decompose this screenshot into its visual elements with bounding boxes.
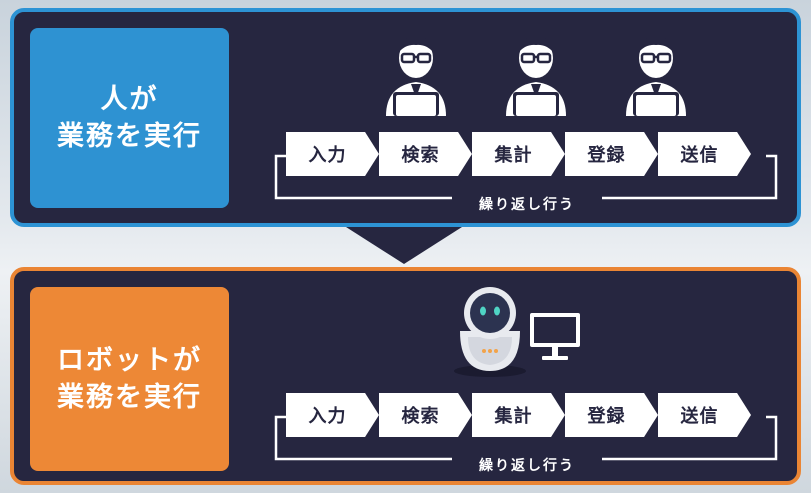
loop-label: 繰り返し行う (452, 194, 602, 214)
step-input: 入力 (286, 132, 379, 176)
process-flow: 入力 検索 集計 登録 送信 (286, 393, 751, 437)
down-connector (346, 227, 462, 264)
workers-group (364, 34, 694, 124)
robot-title-line2: 業務を実行 (57, 382, 202, 413)
step-send: 送信 (658, 132, 751, 176)
human-label-box: 人が 業務を実行 (30, 28, 229, 208)
robot-title-line1: ロボットが (57, 344, 202, 376)
human-panel: 人が 業務を実行 (10, 8, 801, 227)
process-flow: 入力 検索 集計 登録 送信 (286, 132, 751, 176)
step-search: 検索 (379, 393, 472, 437)
person-with-laptop-icon (386, 36, 446, 116)
step-search: 検索 (379, 132, 472, 176)
step-register: 登録 (565, 393, 658, 437)
loop-line: 繰り返し行う (272, 413, 781, 475)
robot-icon (454, 287, 580, 377)
step-send: 送信 (658, 393, 751, 437)
step-aggregate: 集計 (472, 393, 565, 437)
robot-panel: ロボットが 業務を実行 繰り返し行う 入力 検索 集計 登録 送信 (10, 267, 801, 485)
person-with-laptop-icon (506, 36, 566, 116)
loop-label: 繰り返し行う (452, 455, 602, 475)
human-title-line1: 人が (100, 83, 159, 115)
robot-label-box: ロボットが 業務を実行 (30, 287, 229, 471)
person-with-laptop-icon (626, 36, 686, 116)
human-title-line2: 業務を実行 (57, 121, 202, 152)
step-input: 入力 (286, 393, 379, 437)
step-aggregate: 集計 (472, 132, 565, 176)
step-register: 登録 (565, 132, 658, 176)
